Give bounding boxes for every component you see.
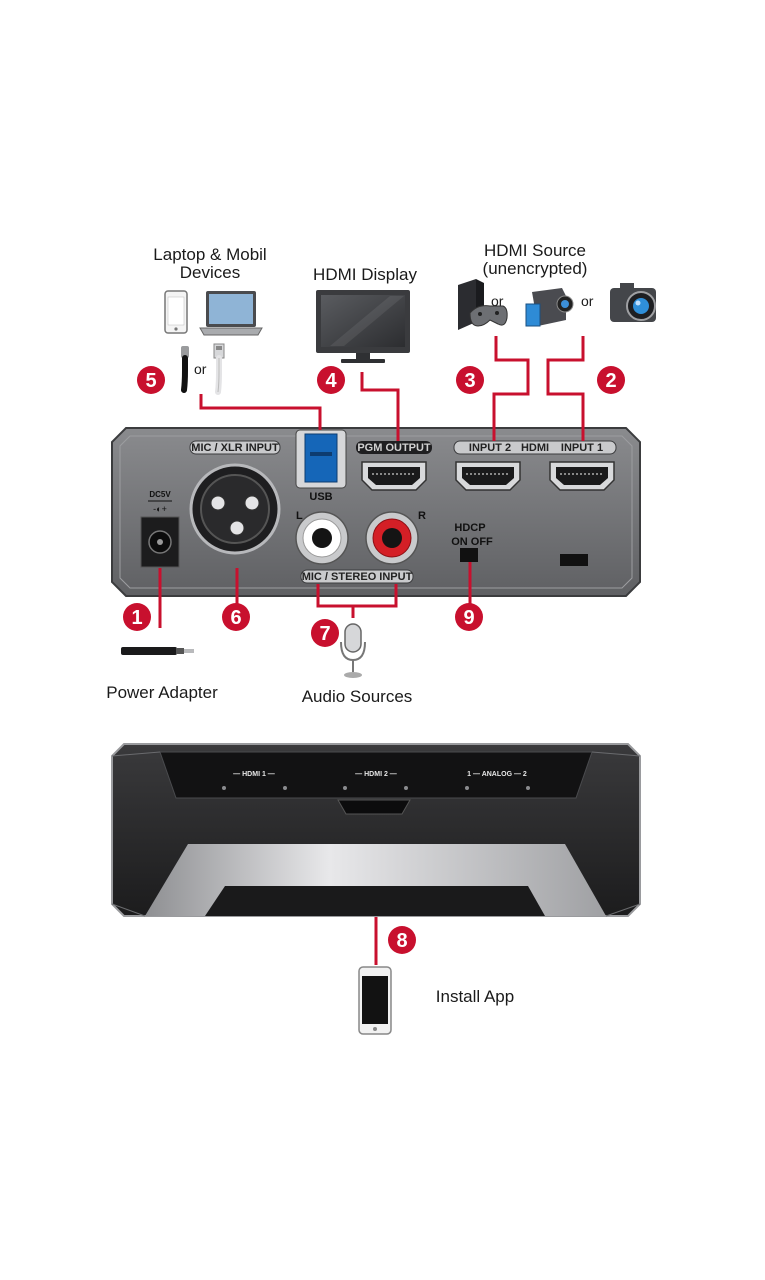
callout-2: 2 <box>597 366 625 394</box>
rca-left-jack[interactable] <box>295 511 349 565</box>
callout-4: 4 <box>317 366 345 394</box>
dc-label: DC5V <box>149 490 171 499</box>
hdmi-source-label: HDMI Source (unencrypted) <box>482 241 588 278</box>
svg-text:1: 1 <box>131 607 142 629</box>
usb-a-cable-icon <box>213 343 225 395</box>
laptop-icon <box>199 291 263 336</box>
audio-sources-label: Audio Sources <box>301 687 413 706</box>
connection-wires <box>158 336 585 965</box>
callout-8: 8 <box>388 926 416 954</box>
callout-7: 7 <box>311 619 339 647</box>
input2-hdmi-port[interactable] <box>455 461 521 491</box>
input1-hdmi-port[interactable] <box>549 461 615 491</box>
front-panel <box>111 743 641 917</box>
hdmi-input-label: INPUT 2 HDMI INPUT 1 <box>453 440 617 455</box>
mic-stereo-input-label: MIC / STEREO INPUT <box>300 569 414 584</box>
usb-port[interactable]: USB <box>295 429 347 503</box>
microphone-icon <box>340 623 366 678</box>
or-label-2: or <box>491 293 504 309</box>
power-adapter-label: Power Adapter <box>106 683 218 702</box>
front-led-indicators <box>222 786 530 790</box>
front-hdmi2-label: HDMI 2 <box>364 771 388 778</box>
camcorder-icon <box>525 288 574 327</box>
mic-xlr-input-label: MIC / XLR INPUT <box>189 440 281 455</box>
svg-text:4: 4 <box>325 370 337 392</box>
laptop-devices-label: Laptop & Mobil Devices <box>153 245 267 282</box>
xlr-connector[interactable] <box>189 463 281 555</box>
usb-label: USB <box>309 491 332 503</box>
svg-text:3: 3 <box>464 370 475 392</box>
front-analog-label: 1 — ANALOG — 2 <box>467 771 527 778</box>
input2-text: INPUT 2 <box>469 442 511 454</box>
install-phone-icon <box>358 966 392 1035</box>
pgm-output-text: PGM OUTPUT <box>357 442 431 454</box>
svg-text:— HDMI 2 —: — HDMI 2 — <box>355 771 397 778</box>
hdcp-switch[interactable]: HDCP ON OFF <box>451 522 493 562</box>
rca-right-jack[interactable] <box>365 511 419 565</box>
usb-c-cable-icon <box>181 346 189 393</box>
callout-6: 6 <box>222 603 250 631</box>
svg-text:8: 8 <box>396 930 407 952</box>
or-label-1: or <box>194 361 207 377</box>
svg-text:2: 2 <box>605 370 616 392</box>
svg-text:— HDMI 1 —: — HDMI 1 — <box>233 771 275 778</box>
hdmi-text: HDMI <box>521 442 549 454</box>
monitor-icon <box>316 290 410 363</box>
input1-text: INPUT 1 <box>561 442 603 454</box>
callout-9: 9 <box>455 603 483 631</box>
callout-5: 5 <box>137 366 165 394</box>
security-slot <box>560 554 588 566</box>
pgm-hdmi-port[interactable] <box>361 461 427 491</box>
camera-icon <box>610 283 656 322</box>
mic-xlr-text: MIC / XLR INPUT <box>191 442 279 454</box>
phone-icon <box>164 290 188 334</box>
callout-1: 1 <box>123 603 151 631</box>
mic-stereo-text: MIC / STEREO INPUT <box>302 571 413 583</box>
rca-left-label: L <box>296 510 303 522</box>
game-console-icon <box>458 279 508 330</box>
svg-text:9: 9 <box>463 607 474 629</box>
pgm-output-label: PGM OUTPUT <box>356 441 432 454</box>
callout-3: 3 <box>456 366 484 394</box>
svg-text:5: 5 <box>145 370 156 392</box>
rca-right-label: R <box>418 510 426 522</box>
svg-text:6: 6 <box>230 607 241 629</box>
hdcp-label: HDCP <box>454 522 485 534</box>
hdmi-display-label: HDMI Display <box>313 265 417 284</box>
power-plug-icon <box>121 647 194 655</box>
dc-polarity-icon: -◐+ <box>153 504 167 514</box>
or-label-3: or <box>581 293 594 309</box>
dc-power-jack[interactable]: DC5V -◐+ <box>140 490 180 568</box>
front-hdmi1-label: HDMI 1 <box>242 771 266 778</box>
svg-text:7: 7 <box>319 623 330 645</box>
front-labels: — HDMI 1 — — HDMI 2 — 1 — ANALOG — 2 <box>233 771 527 778</box>
hdcp-on-off-label: ON OFF <box>451 536 493 548</box>
install-app-label: Install App <box>435 987 515 1006</box>
